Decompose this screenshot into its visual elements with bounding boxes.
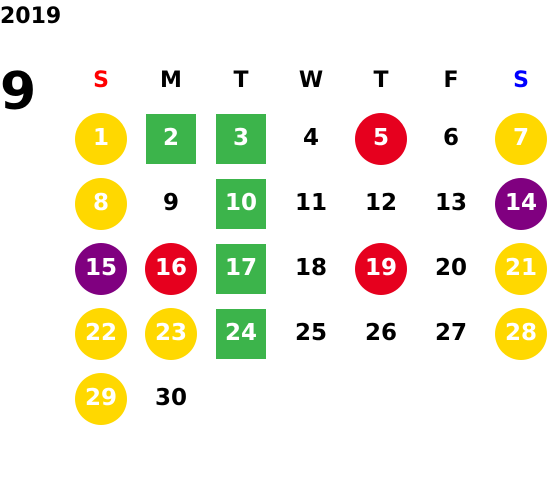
day-cell: 2	[136, 106, 206, 171]
day-30: 30	[154, 385, 187, 411]
day-cell: 1	[66, 106, 136, 171]
year-label: 2019	[0, 4, 62, 29]
weekday-thursday: T	[373, 68, 389, 93]
day-4: 4	[302, 125, 319, 151]
day-cell: 3	[206, 106, 276, 171]
day-25: 25	[294, 320, 327, 346]
day-12: 12	[364, 190, 397, 216]
day-9: 9	[162, 190, 179, 216]
day-cell: 27	[416, 301, 486, 366]
day-10: 10	[216, 178, 266, 229]
day-14: 14	[495, 177, 547, 230]
day-26: 26	[364, 320, 397, 346]
day-cell: 21	[486, 236, 548, 301]
day-cell: 13	[416, 171, 486, 236]
day-15: 15	[75, 242, 127, 295]
weekday-tuesday: T	[233, 68, 249, 93]
day-3: 3	[216, 113, 266, 164]
day-cell: 14	[486, 171, 548, 236]
day-cell: 18	[276, 236, 346, 301]
day-19: 19	[355, 242, 407, 295]
day-cell: 10	[206, 171, 276, 236]
day-11: 11	[294, 190, 327, 216]
day-1: 1	[75, 112, 127, 165]
day-29: 29	[75, 372, 127, 425]
day-22: 22	[75, 307, 127, 360]
weekday-friday: F	[443, 68, 459, 93]
day-18: 18	[294, 255, 327, 281]
day-cell: 12	[346, 171, 416, 236]
day-cell: 4	[276, 106, 346, 171]
day-2: 2	[146, 113, 196, 164]
day-cell: 28	[486, 301, 548, 366]
day-cell: 24	[206, 301, 276, 366]
day-cell: 9	[136, 171, 206, 236]
weekday-wednesday: W	[298, 68, 324, 93]
day-27: 27	[434, 320, 467, 346]
day-24: 24	[216, 308, 266, 359]
day-cell: 6	[416, 106, 486, 171]
day-cell: 5	[346, 106, 416, 171]
day-13: 13	[434, 190, 467, 216]
day-cell: 30	[136, 366, 206, 431]
weekday-saturday: S	[513, 68, 529, 93]
weekday-sunday: S	[93, 68, 109, 93]
day-16: 16	[145, 242, 197, 295]
day-cell: 29	[66, 366, 136, 431]
day-cell: 16	[136, 236, 206, 301]
day-8: 8	[75, 177, 127, 230]
day-21: 21	[495, 242, 547, 295]
day-6: 6	[442, 125, 459, 151]
day-cell: 22	[66, 301, 136, 366]
day-cell: 17	[206, 236, 276, 301]
day-cell: 11	[276, 171, 346, 236]
day-cell: 7	[486, 106, 548, 171]
day-20: 20	[434, 255, 467, 281]
month-label: 9	[0, 62, 37, 122]
day-cell: 15	[66, 236, 136, 301]
day-cell: 25	[276, 301, 346, 366]
day-cell: 20	[416, 236, 486, 301]
day-cell: 26	[346, 301, 416, 366]
day-17: 17	[216, 243, 266, 294]
day-28: 28	[495, 307, 547, 360]
weekday-monday: M	[160, 68, 182, 93]
day-5: 5	[355, 112, 407, 165]
day-7: 7	[495, 112, 547, 165]
day-cell: 23	[136, 301, 206, 366]
day-cell: 8	[66, 171, 136, 236]
day-23: 23	[145, 307, 197, 360]
day-cell: 19	[346, 236, 416, 301]
